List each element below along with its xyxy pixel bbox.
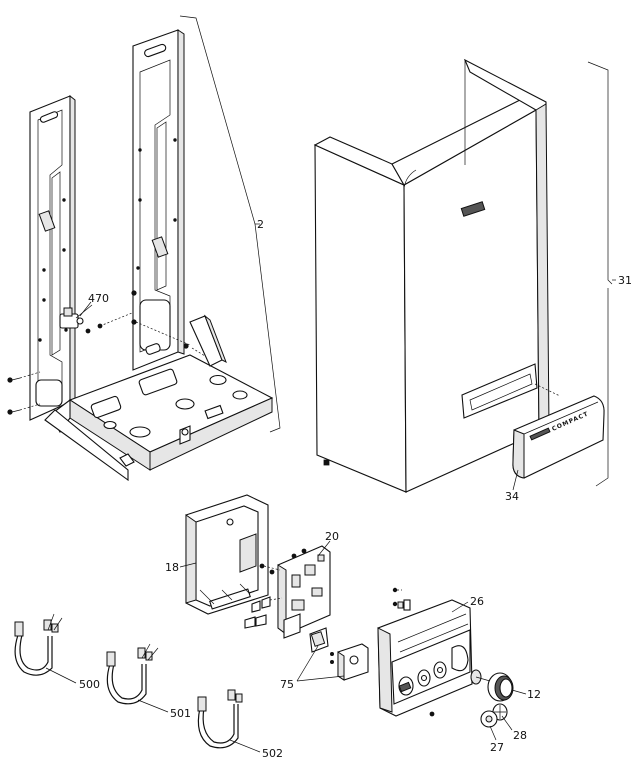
display-module-75 — [309, 627, 369, 681]
casing-bracket — [587, 61, 613, 487]
control-frame-18 — [185, 494, 269, 615]
callout-20: 20 — [325, 530, 339, 543]
callout-75: 75 — [280, 678, 294, 691]
callout-2: 2 — [257, 218, 264, 231]
callout-18: 18 — [165, 561, 179, 574]
callout-12: 12 — [527, 688, 541, 701]
right-rail — [132, 29, 185, 371]
cable-501 — [106, 643, 159, 705]
callout-502: 502 — [262, 747, 283, 760]
bottom-tray — [44, 314, 274, 482]
mounting-frame — [7, 15, 281, 482]
frame-screws — [7, 290, 206, 415]
front-panel: COMPACT — [512, 395, 605, 479]
control-panel-26 — [377, 587, 473, 717]
pcb-screws — [244, 596, 283, 629]
valve-470 — [59, 304, 93, 329]
callout-28: 28 — [513, 729, 527, 742]
callout-31: 31 — [618, 274, 632, 287]
callout-470: 470 — [88, 292, 109, 305]
casing — [313, 58, 613, 493]
left-rail — [29, 94, 76, 421]
cable-502 — [197, 689, 243, 749]
knob-12 — [470, 669, 514, 702]
callout-501: 501 — [170, 707, 191, 720]
callout-26: 26 — [470, 595, 484, 608]
callout-34: 34 — [505, 490, 519, 503]
leader-lines — [45, 223, 616, 753]
knob-27 — [480, 710, 498, 728]
callout-27: 27 — [490, 741, 504, 754]
casing-screw — [323, 459, 330, 466]
cable-500 — [14, 613, 63, 676]
pcb-20 — [259, 545, 331, 639]
callout-500: 500 — [79, 678, 100, 691]
